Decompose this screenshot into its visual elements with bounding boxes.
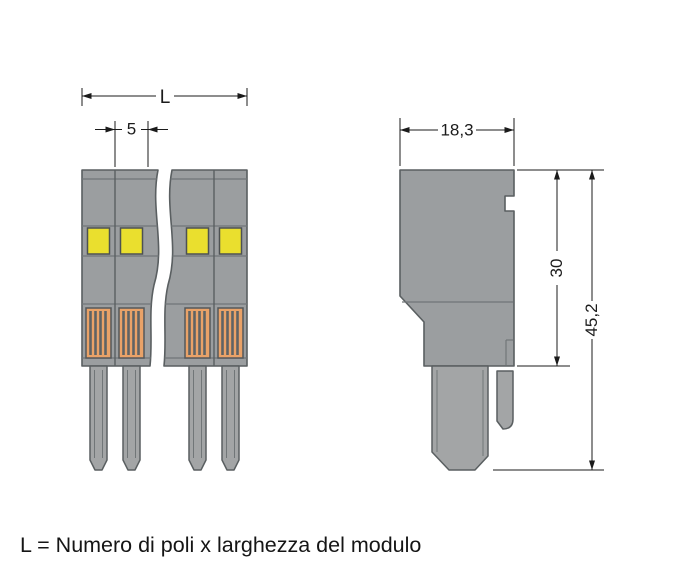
dim-label-45-2: 45,2 [582, 303, 601, 336]
dim-label-L: L [160, 87, 171, 108]
front-right-details [164, 170, 247, 366]
side-pin [431, 365, 489, 471]
side-body [399, 169, 515, 367]
side-latch-clip [496, 370, 514, 430]
front-left-details [82, 170, 159, 366]
dim-total-width-L: L [81, 87, 248, 108]
dim-pole-pitch-5: 5 [95, 120, 168, 167]
dim-label-30: 30 [547, 259, 566, 278]
side-view [399, 169, 515, 471]
front-view [81, 169, 248, 471]
dim-label-18-3: 18,3 [440, 121, 473, 140]
caption: L = Numero di poli x larghezza del modul… [20, 533, 421, 557]
front-pins [89, 365, 240, 471]
dim-label-5: 5 [127, 120, 136, 139]
dim-width-18-3: 18,3 [399, 118, 515, 166]
dim-total-height-45-2: 45,2 [493, 169, 604, 471]
dim-height-30: 30 [517, 170, 570, 367]
